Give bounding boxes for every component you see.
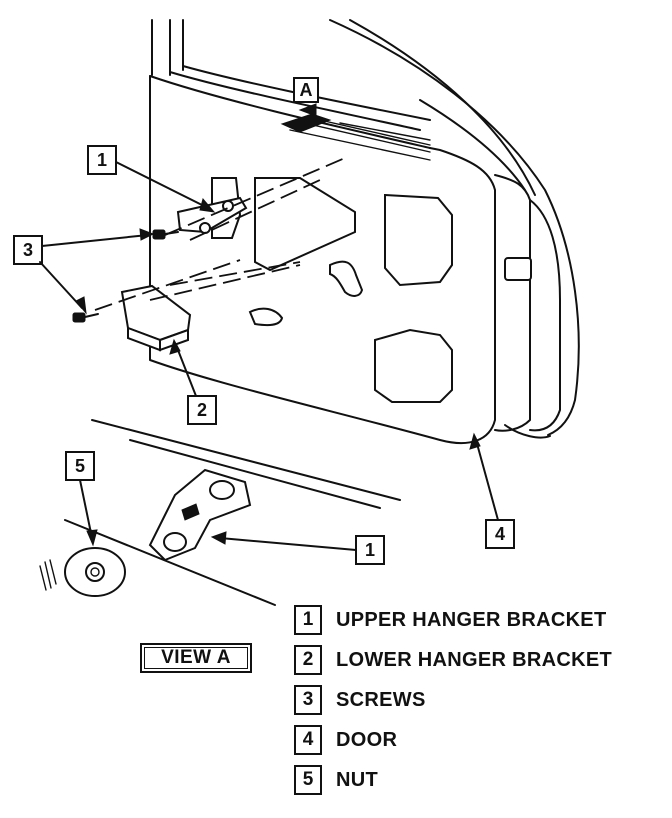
callout-2: 2 <box>169 338 217 425</box>
legend-number: 2 <box>294 645 322 675</box>
access-slot-small <box>248 307 284 327</box>
door-latch <box>504 257 532 281</box>
legend-label: UPPER HANGER BRACKET <box>336 608 607 631</box>
legend-row: 4 DOOR <box>294 720 654 760</box>
legend-row: 1 UPPER HANGER BRACKET <box>294 600 654 640</box>
legend-row: 3 SCREWS <box>294 680 654 720</box>
legend-label: DOOR <box>336 728 398 751</box>
nut-detail <box>39 547 126 597</box>
upper-hanger-bracket-installed <box>176 177 248 239</box>
legend-number: 5 <box>294 765 322 795</box>
access-hole-upper-left <box>254 177 356 272</box>
svg-text:1: 1 <box>97 150 107 170</box>
svg-text:3: 3 <box>23 240 33 260</box>
access-slot-hook <box>329 260 364 297</box>
svg-text:1: 1 <box>365 540 375 560</box>
parts-legend: 1 UPPER HANGER BRACKET 2 LOWER HANGER BR… <box>294 600 654 800</box>
alignment-lines <box>94 157 346 311</box>
view-a-marker: A <box>280 77 332 133</box>
legend-number: 1 <box>294 605 322 635</box>
callout-3: 3 <box>13 228 155 315</box>
legend-number: 4 <box>294 725 322 755</box>
door-illustration <box>149 19 580 445</box>
legend-label: SCREWS <box>336 688 426 711</box>
legend-label: LOWER HANGER BRACKET <box>336 648 612 671</box>
callout-5: 5 <box>65 451 98 547</box>
view-a-marker-label: A <box>300 80 313 100</box>
screw-upper <box>152 229 179 240</box>
lower-hanger-bracket-exploded <box>120 284 192 352</box>
svg-text:2: 2 <box>197 400 207 420</box>
view-a-label-box: VIEW A <box>140 643 252 673</box>
callout-1-top: 1 <box>87 145 216 213</box>
access-hole-lower-right <box>374 328 453 403</box>
svg-text:5: 5 <box>75 456 85 476</box>
legend-row: 2 LOWER HANGER BRACKET <box>294 640 654 680</box>
callout-1-bottom: 1 <box>210 531 385 565</box>
access-hole-upper-right <box>384 193 453 287</box>
screw-lower <box>72 312 99 323</box>
view-a-label: VIEW A <box>144 647 248 669</box>
window-channel-hatch <box>289 119 431 161</box>
legend-row: 5 NUT <box>294 760 654 800</box>
legend-label: NUT <box>336 768 379 791</box>
callout-4: 4 <box>469 432 515 549</box>
legend-number: 3 <box>294 685 322 715</box>
view-a-detail <box>39 419 401 606</box>
svg-text:4: 4 <box>495 524 505 544</box>
